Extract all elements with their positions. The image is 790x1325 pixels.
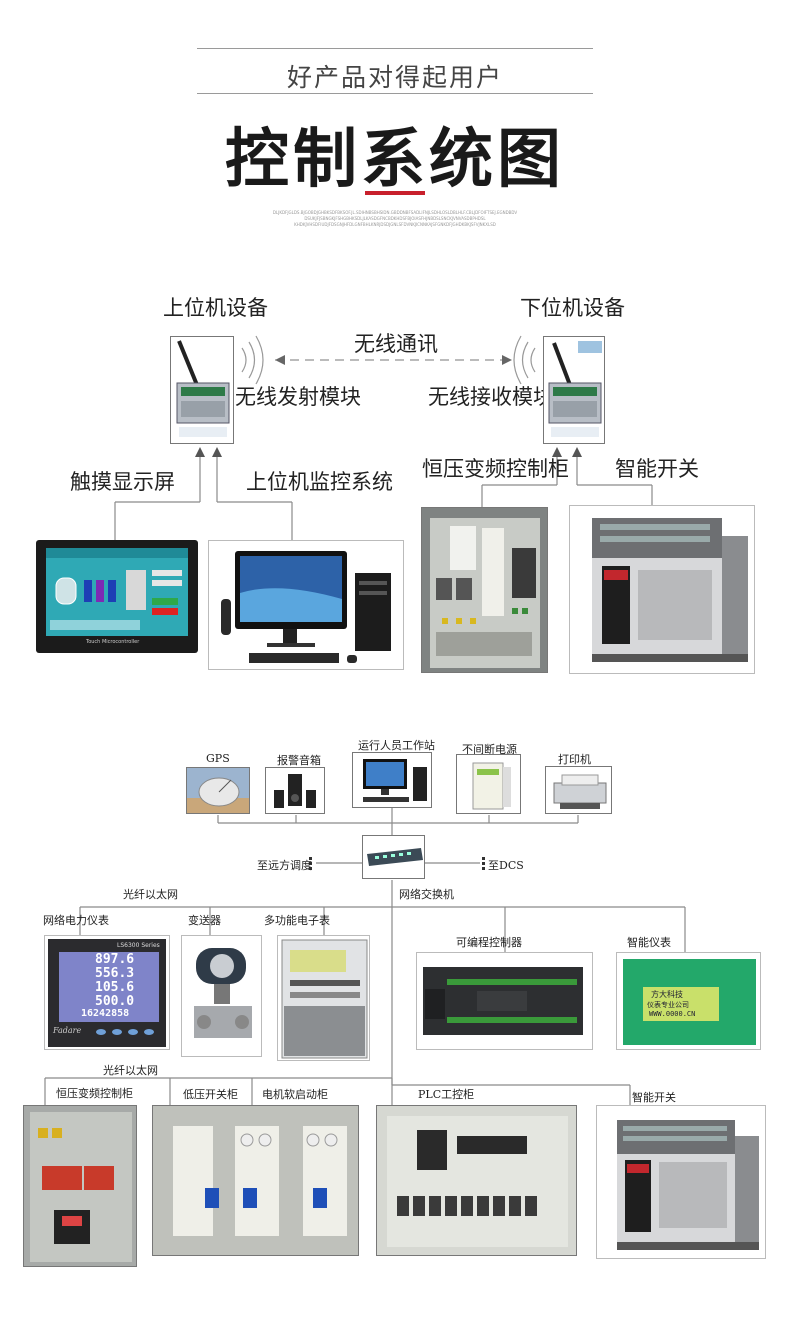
label-smart-meter: 智能仪表 xyxy=(627,934,671,950)
hmi-brand-text: Touch Microcontroller xyxy=(86,639,139,645)
transmitter-image xyxy=(181,935,262,1057)
label-lv-switchgear: 低压开关柜 xyxy=(183,1086,238,1102)
label-plc: 可编程控制器 xyxy=(456,934,522,950)
label-fiber-ethernet-2: 光纤以太网 xyxy=(103,1062,158,1078)
ups-image xyxy=(456,754,521,814)
label-touch-screen: 触摸显示屏 xyxy=(70,466,175,496)
smart-meter-line-2: 仪表专业公司 xyxy=(647,1000,689,1010)
label-fiber-ethernet-1: 光纤以太网 xyxy=(123,886,178,902)
label-multifunction-meter: 多功能电子表 xyxy=(264,912,330,928)
smart-meter-image: 方大科技 仪表专业公司 WWW.0000.CN xyxy=(616,952,761,1050)
smart-meter-line-3: WWW.0000.CN xyxy=(649,1010,695,1018)
label-operator-station: 运行人员工作站 xyxy=(358,737,435,753)
label-monitor-system: 上位机监控系统 xyxy=(246,466,393,496)
label-rx-module: 无线接收模块 xyxy=(428,381,554,411)
label-vfd-cabinet-1: 恒压变频控制柜 xyxy=(422,453,569,483)
gps-dish-image xyxy=(186,767,250,814)
label-remote-dispatch: 至远方调度 xyxy=(257,857,312,873)
label-plc-cabinet: PLC工控柜 xyxy=(418,1086,474,1102)
label-smart-switch-2: 智能开关 xyxy=(632,1089,676,1105)
lv-switchgear-image xyxy=(152,1105,359,1256)
network-switch-image xyxy=(362,835,425,879)
label-soft-start: 电机软启动柜 xyxy=(262,1086,328,1102)
touch-screen-image: Touch Microcontroller xyxy=(36,540,198,653)
printer-image xyxy=(545,766,612,814)
smart-meter-line-1: 方大科技 xyxy=(651,989,683,1000)
label-lower-equipment: 下位机设备 xyxy=(520,292,625,322)
label-tx-module: 无线发射模块 xyxy=(235,381,361,411)
vfd-cabinet-image-2 xyxy=(23,1105,137,1267)
smart-switch-image-1 xyxy=(569,505,755,674)
vfd-cabinet-image-1 xyxy=(421,507,548,673)
power-meter-image: LS6300 Series 897.6 556.3 105.6 500.0 16… xyxy=(44,935,170,1050)
label-smart-switch-1: 智能开关 xyxy=(615,453,699,483)
plc-image xyxy=(416,952,593,1050)
label-transmitter: 变送器 xyxy=(188,912,221,928)
label-gps: GPS xyxy=(206,752,230,765)
label-upper-equipment: 上位机设备 xyxy=(163,292,268,322)
multifunction-meter-image xyxy=(277,935,370,1061)
label-network-switch: 网络交换机 xyxy=(399,886,454,902)
monitor-system-image xyxy=(208,540,404,670)
label-power-meter: 网络电力仪表 xyxy=(43,912,109,928)
label-to-dcs: 至DCS xyxy=(488,857,524,873)
operator-station-image xyxy=(352,752,432,808)
wireless-tx-module-image xyxy=(170,336,234,444)
smart-switch-image-2 xyxy=(596,1105,766,1259)
alarm-speaker-image xyxy=(265,767,325,814)
label-alarm-speaker: 报警音箱 xyxy=(277,752,321,768)
plc-cabinet-image xyxy=(376,1105,577,1256)
wireless-rx-module-image xyxy=(543,336,605,444)
label-wireless-comm: 无线通讯 xyxy=(354,328,438,358)
label-printer: 打印机 xyxy=(558,751,591,767)
label-vfd-cabinet-2: 恒压变频控制柜 xyxy=(56,1085,133,1101)
